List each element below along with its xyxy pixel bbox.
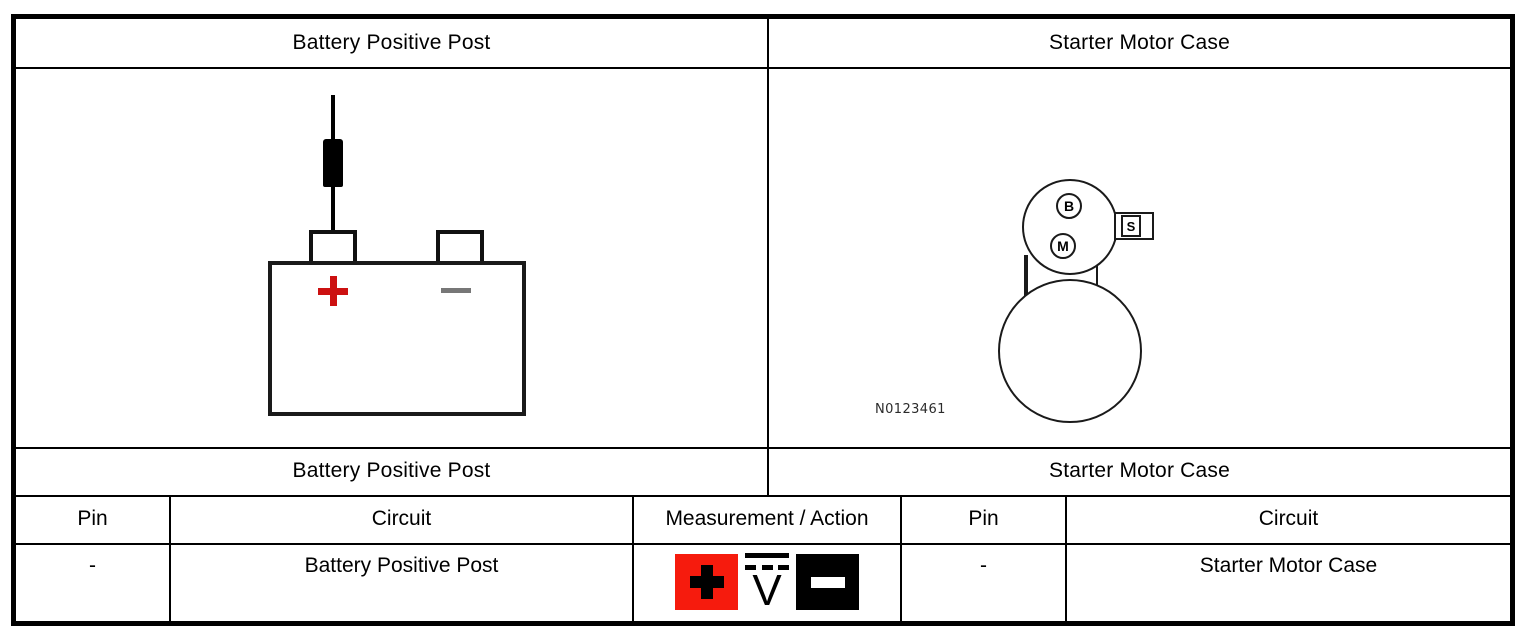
starter-motor-diagram: S B M N0123461	[865, 155, 1195, 445]
starter-motor-body-icon	[998, 279, 1142, 423]
divider-left-pin	[169, 495, 171, 621]
terminal-m-label: M	[1050, 233, 1076, 259]
battery-positive-post-icon	[309, 230, 357, 262]
cell-circuit-left: Battery Positive Post	[304, 554, 499, 577]
column-header-circuit-left: Circuit	[371, 507, 432, 530]
battery-minus-marking-icon	[441, 288, 471, 293]
dc-solid-bar-icon	[745, 553, 789, 558]
column-header-measurement-action: Measurement / Action	[665, 507, 869, 530]
section-title-right: Starter Motor Case	[1049, 459, 1230, 482]
section-title-left: Battery Positive Post	[292, 459, 491, 482]
cell-pin-left: -	[89, 554, 96, 577]
table-frame: Battery Positive Post Starter Motor Case…	[11, 14, 1515, 626]
terminal-s-label: S	[1121, 215, 1141, 237]
test-probe-icon	[323, 139, 343, 187]
dc-dash-1	[745, 565, 756, 570]
column-header-pin-left: Pin	[77, 507, 108, 530]
divider-center-upper	[767, 19, 769, 495]
battery-body-icon	[268, 261, 526, 416]
voltmeter-letter: V	[752, 566, 782, 615]
column-header-pin-right: Pin	[968, 507, 999, 530]
cell-circuit-right: Starter Motor Case	[1199, 554, 1378, 577]
rule-under-diagrams	[16, 447, 1510, 449]
panel-title-left: Battery Positive Post	[292, 31, 491, 54]
divider-right-pin	[1065, 495, 1067, 621]
plus-icon	[689, 565, 724, 599]
solenoid-neck-left-icon	[1024, 255, 1028, 303]
rule-under-column-headers	[16, 543, 1510, 545]
panel-title-right: Starter Motor Case	[1049, 31, 1230, 54]
terminal-b-label: B	[1056, 193, 1082, 219]
battery-diagram	[245, 77, 565, 445]
dc-dash-3	[778, 565, 789, 570]
minus-icon	[810, 576, 845, 588]
rule-under-section-titles	[16, 495, 1510, 497]
battery-negative-post-icon	[436, 230, 484, 262]
probe-positive-icon	[675, 554, 738, 610]
divider-measurement	[900, 495, 902, 621]
probe-negative-icon	[796, 554, 859, 610]
column-header-circuit-right: Circuit	[1258, 507, 1319, 530]
battery-plus-marking-icon	[318, 276, 348, 306]
cell-measurement-action: V	[634, 543, 900, 621]
divider-left-circuit	[632, 495, 634, 621]
part-number-label: N0123461	[875, 402, 946, 417]
rule-under-top-titles	[16, 67, 1510, 69]
dc-voltage-icon: V	[743, 551, 791, 613]
cell-pin-right: -	[980, 554, 987, 577]
dc-dash-2	[762, 565, 773, 570]
